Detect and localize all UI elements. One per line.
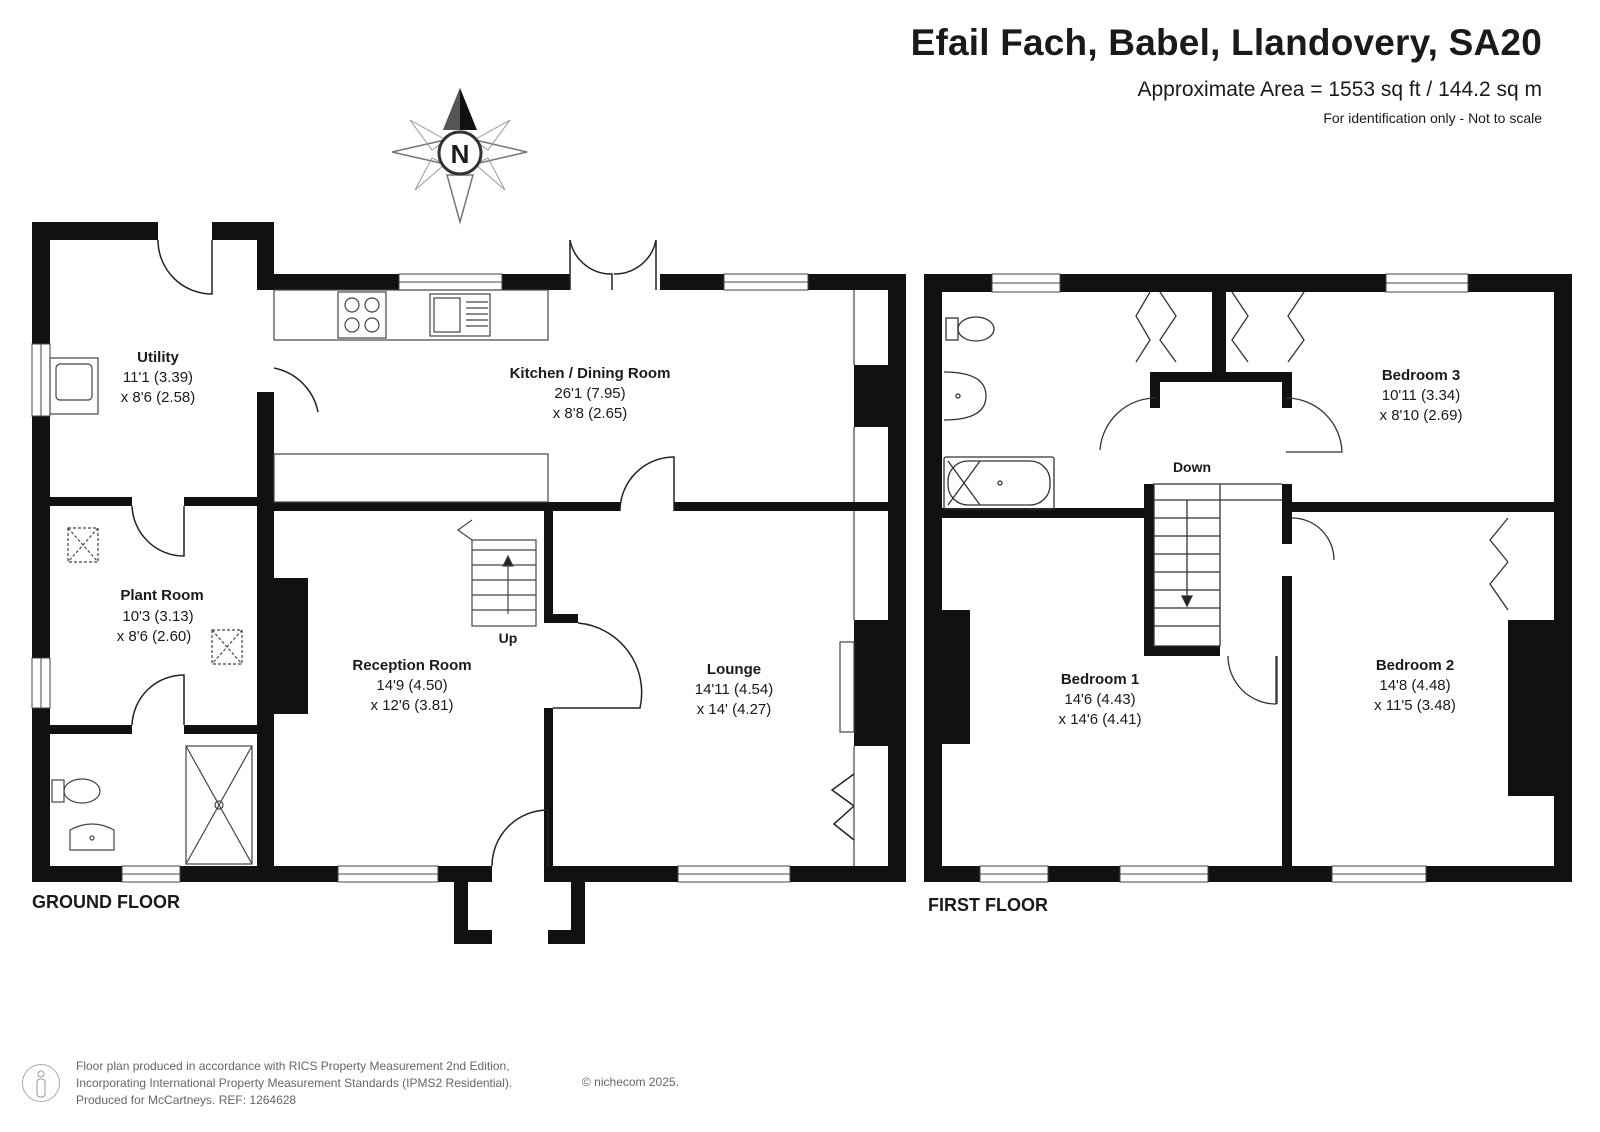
toilet-icon <box>945 317 959 341</box>
basin-icon <box>69 823 115 851</box>
room-name: Bedroom 2 <box>1376 657 1454 674</box>
room-dimension: 10'11 (3.34) <box>1382 387 1460 404</box>
room-dimension: 14'9 (4.50) <box>376 677 447 694</box>
bath-icon <box>943 456 1055 510</box>
plant-box-icon <box>211 629 243 665</box>
room-dimension: 14'8 (4.48) <box>1379 677 1450 694</box>
footer-line-3: Produced for McCartneys. REF: 1264628 <box>76 1093 297 1107</box>
copyright-brand: © nichecom 2025. <box>582 1075 679 1089</box>
footer-line-1: Floor plan produced in accordance with R… <box>76 1059 510 1073</box>
room-reception: Reception Room 14'9 (4.50) x 12'6 (3.81) <box>352 657 471 714</box>
ground-floor-windows <box>31 273 809 883</box>
room-dimension: 26'1 (7.95) <box>554 385 625 402</box>
room-bedroom-2: Bedroom 2 14'8 (4.48) x 11'5 (3.48) <box>1374 657 1456 714</box>
room-dimension: x 11'5 (3.48) <box>1374 697 1456 714</box>
basin-icon <box>943 371 987 421</box>
person-icon <box>22 1064 60 1102</box>
property-title: Efail Fach, Babel, Llandovery, SA20 <box>910 22 1542 63</box>
room-dimension: x 12'6 (3.81) <box>371 697 454 714</box>
ground-stairs-icon <box>471 539 537 627</box>
plant-box-icon <box>67 527 99 563</box>
first-floor-windows <box>979 273 1469 883</box>
room-utility: Utility 11'1 (3.39) x 8'6 (2.58) <box>121 349 196 406</box>
room-bedroom-3: Bedroom 3 10'11 (3.34) x 8'10 (2.69) <box>1380 367 1463 424</box>
room-name: Plant Room <box>120 587 203 604</box>
room-name: Lounge <box>707 661 761 678</box>
room-dimension: x 14' (4.27) <box>697 701 772 718</box>
room-dimension: 14'11 (4.54) <box>695 681 773 698</box>
first-floor-walls <box>924 274 1572 882</box>
hob-icon <box>337 291 387 339</box>
ground-floor-fixtures <box>49 289 855 866</box>
room-dimension: x 8'8 (2.65) <box>553 405 628 422</box>
first-floor-label: FIRST FLOOR <box>928 895 1048 915</box>
scale-note: For identification only - Not to scale <box>1323 110 1542 126</box>
first-floor-fixtures <box>943 291 1509 705</box>
footer-line-2: Incorporating International Property Mea… <box>76 1076 513 1090</box>
room-name: Bedroom 3 <box>1382 367 1460 384</box>
toilet-icon <box>51 779 65 803</box>
shower-icon <box>185 745 253 865</box>
room-dimension: 11'1 (3.39) <box>123 369 193 386</box>
stairs-up-label: Up <box>499 630 518 646</box>
kitchen-worktop <box>273 289 549 341</box>
room-kitchen-dining: Kitchen / Dining Room 26'1 (7.95) x 8'8 … <box>510 365 671 422</box>
first-stairs-icon <box>1153 483 1221 647</box>
ground-floor-doors <box>131 239 855 867</box>
room-name: Reception Room <box>352 657 471 674</box>
footer: Floor plan produced in accordance with R… <box>22 1058 742 1118</box>
ground-floor-walls <box>32 222 906 944</box>
kitchen-counter <box>273 453 549 503</box>
approximate-area: Approximate Area = 1553 sq ft / 144.2 sq… <box>1137 78 1543 101</box>
room-name: Bedroom 1 <box>1061 671 1139 688</box>
north-arrow-icon: N <box>391 88 528 225</box>
ground-floor-label: GROUND FLOOR <box>32 892 180 912</box>
room-name: Kitchen / Dining Room <box>510 365 671 382</box>
room-dimension: 10'3 (3.13) <box>122 608 193 625</box>
room-lounge: Lounge 14'11 (4.54) x 14' (4.27) <box>695 661 773 718</box>
room-dimension: x 8'10 (2.69) <box>1380 407 1463 424</box>
room-bedroom-1: Bedroom 1 14'6 (4.43) x 14'6 (4.41) <box>1059 671 1142 728</box>
room-dimension: x 8'6 (2.60) <box>117 628 192 645</box>
room-dimension: 14'6 (4.43) <box>1064 691 1135 708</box>
room-dimension: x 14'6 (4.41) <box>1059 711 1142 728</box>
room-name: Utility <box>137 349 179 366</box>
utility-sink-icon <box>49 357 99 415</box>
room-plant-room: Plant Room 10'3 (3.13) x 8'6 (2.60) <box>117 587 204 645</box>
compass-letter: N <box>451 139 470 169</box>
stairs-down-label: Down <box>1173 459 1211 475</box>
kitchen-sink-icon <box>429 293 491 337</box>
room-dimension: x 8'6 (2.58) <box>121 389 196 406</box>
fireplace-hearth <box>839 641 855 733</box>
